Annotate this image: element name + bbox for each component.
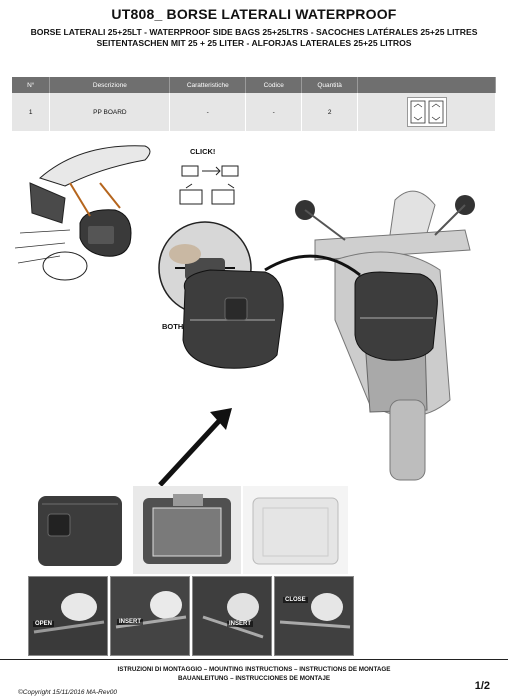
step-label-insert-1: INSERT [117,619,144,625]
step-label-close: CLOSE [283,597,308,603]
buckle-diagram [179,165,239,205]
step-photo-close: CLOSE [274,576,354,656]
pp-board-thumbnail [406,96,447,127]
cell-quantity: 2 [301,93,359,131]
subtitle-line-2: SEITENTASCHEN MIT 25 + 25 LITER - ALFORJ… [96,38,412,48]
column-header-quantity: Quantità [301,77,359,93]
subtitle-line-1: BORSE LATERALI 25+25LT - WATERPROOF SIDE… [30,27,478,37]
cell-description: PP BOARD [49,93,171,131]
footer-line-1: ISTRUZIONI DI MONTAGGIO – MOUNTING INSTR… [117,666,391,673]
board-on-bag-photo [133,486,241,574]
step-photo-insert-1: INSERT [110,576,190,656]
document-title: UT808_ BORSE LATERALI WATERPROOF [111,6,397,22]
copyright-notice: ©Copyright 15/11/2016 MA-Rev00 [18,689,117,696]
cell-code: - [245,93,303,131]
step-photo-insert-2: INSERT [192,576,272,656]
cell-features: - [169,93,247,131]
column-header-features: Caratteristiche [169,77,247,93]
column-header-number: N° [12,77,51,93]
column-header-code: Codice [245,77,303,93]
parts-table: N° Descrizione Caratteristiche Codice Qu… [12,77,496,131]
cell-number: 1 [12,93,51,131]
board-outline-photo [243,486,348,574]
table-row: 1 PP BOARD - - 2 [12,93,496,131]
step-label-insert-2: INSERT [227,621,254,627]
pp-board-drawing [410,100,443,123]
bag-photo [30,486,130,574]
parts-table-header: N° Descrizione Caratteristiche Codice Qu… [12,77,496,93]
step-photo-open: OPEN [28,576,108,656]
column-header-description: Descrizione [49,77,171,93]
footer-divider [0,659,508,660]
column-header-image [357,77,496,93]
step-label-open: OPEN [33,621,55,627]
click-label: CLICK! [190,147,216,156]
footer-line-2: BAUANLEITUNG – INSTRUCCIONES DE MONTAJE [177,675,331,682]
seat-bag-line-drawing [14,145,151,281]
page-number: 1/2 [474,680,490,692]
cell-image [357,93,496,131]
motorcycle-with-side-bags-illustration [182,190,475,481]
pointer-arrow [158,408,232,487]
